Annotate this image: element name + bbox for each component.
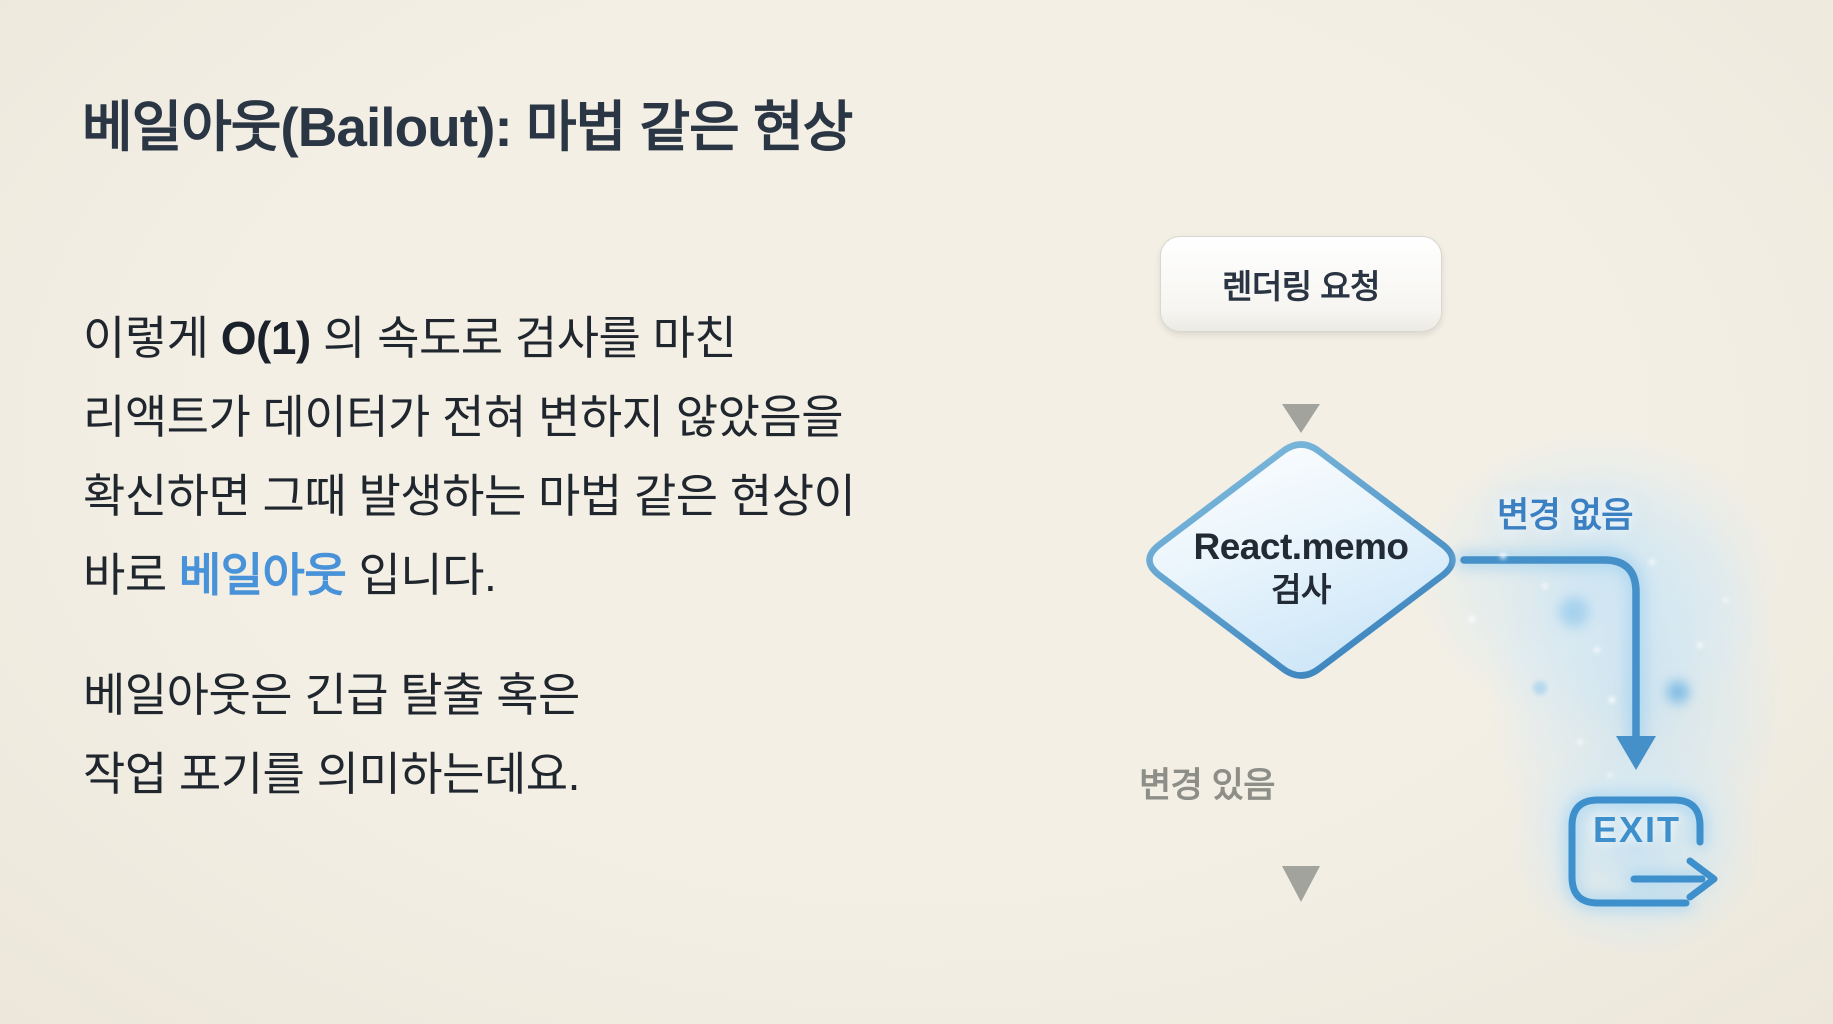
paragraph2-line2: 작업 포기를 의미하는데요. (83, 748, 580, 800)
paragraph1-line1: 이렇게 O(1) 의 속도로 검사를 마친 (83, 299, 855, 378)
decision-diamond (1146, 441, 1456, 679)
exit-icon (1564, 792, 1718, 911)
text-segment: 바로 (83, 549, 179, 601)
edge-label-no-change: 변경 없음 (1496, 496, 1634, 535)
page-title: 베일아웃(Bailout): 마법 같은 현상 (82, 96, 853, 158)
bailout-keyword: 베일아웃 (178, 549, 347, 601)
text-segment: 이렇게 (83, 312, 221, 364)
edge-label-change: 변경 있음 (1138, 766, 1276, 805)
arrow-down-icon (1282, 336, 1320, 433)
sparkle-particles (1469, 525, 1728, 789)
exit-text: EXIT (1592, 809, 1681, 850)
big-o-notation: O(1) (220, 312, 312, 364)
text-segment: 의 속도로 검사를 마친 (310, 312, 737, 364)
flow-node-render-request-label: 렌더링 요청 (1222, 268, 1380, 305)
body-paragraph-2: 베일아웃은 긴급 탈출 혹은 작업 포기를 의미하는데요. (83, 656, 580, 814)
change-path-arrow-icon (1282, 688, 1320, 902)
react-memo-label: React.memo (1193, 526, 1409, 567)
body-paragraph-1: 이렇게 O(1) 의 속도로 검사를 마친 리액트가 데이터가 전혀 변하지 않… (83, 299, 856, 615)
flow-node-render-request: 렌더링 요청 (1160, 236, 1442, 332)
paragraph1-line4: 바로 베일아웃 입니다. (83, 536, 855, 615)
paragraph2-line1: 베일아웃은 긴급 탈출 혹은 (83, 669, 580, 721)
bailout-arrow-icon (1455, 551, 1656, 770)
flow-node-react-memo-check: React.memo 검사 (1140, 524, 1462, 611)
paragraph1-line2: 리액트가 데이터가 전혀 변하지 않았음을 (83, 391, 844, 443)
check-label: 검사 (1271, 571, 1331, 608)
text-segment: 입니다. (346, 549, 497, 601)
paragraph1-line3: 확신하면 그때 발생하는 마법 같은 현상이 (83, 470, 856, 522)
